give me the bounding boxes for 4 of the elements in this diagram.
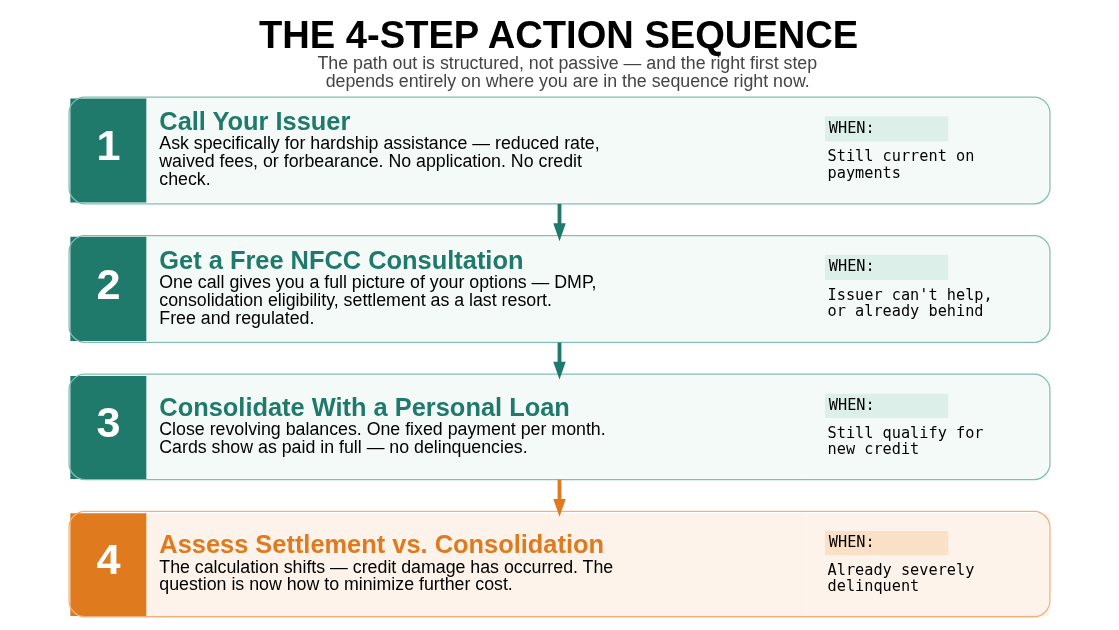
- arrow: [553, 342, 566, 380]
- arrow: [553, 203, 566, 242]
- arrow: [553, 479, 566, 517]
- diagram-title: THE 4-STEP ACTION SEQUENCE: [259, 13, 859, 56]
